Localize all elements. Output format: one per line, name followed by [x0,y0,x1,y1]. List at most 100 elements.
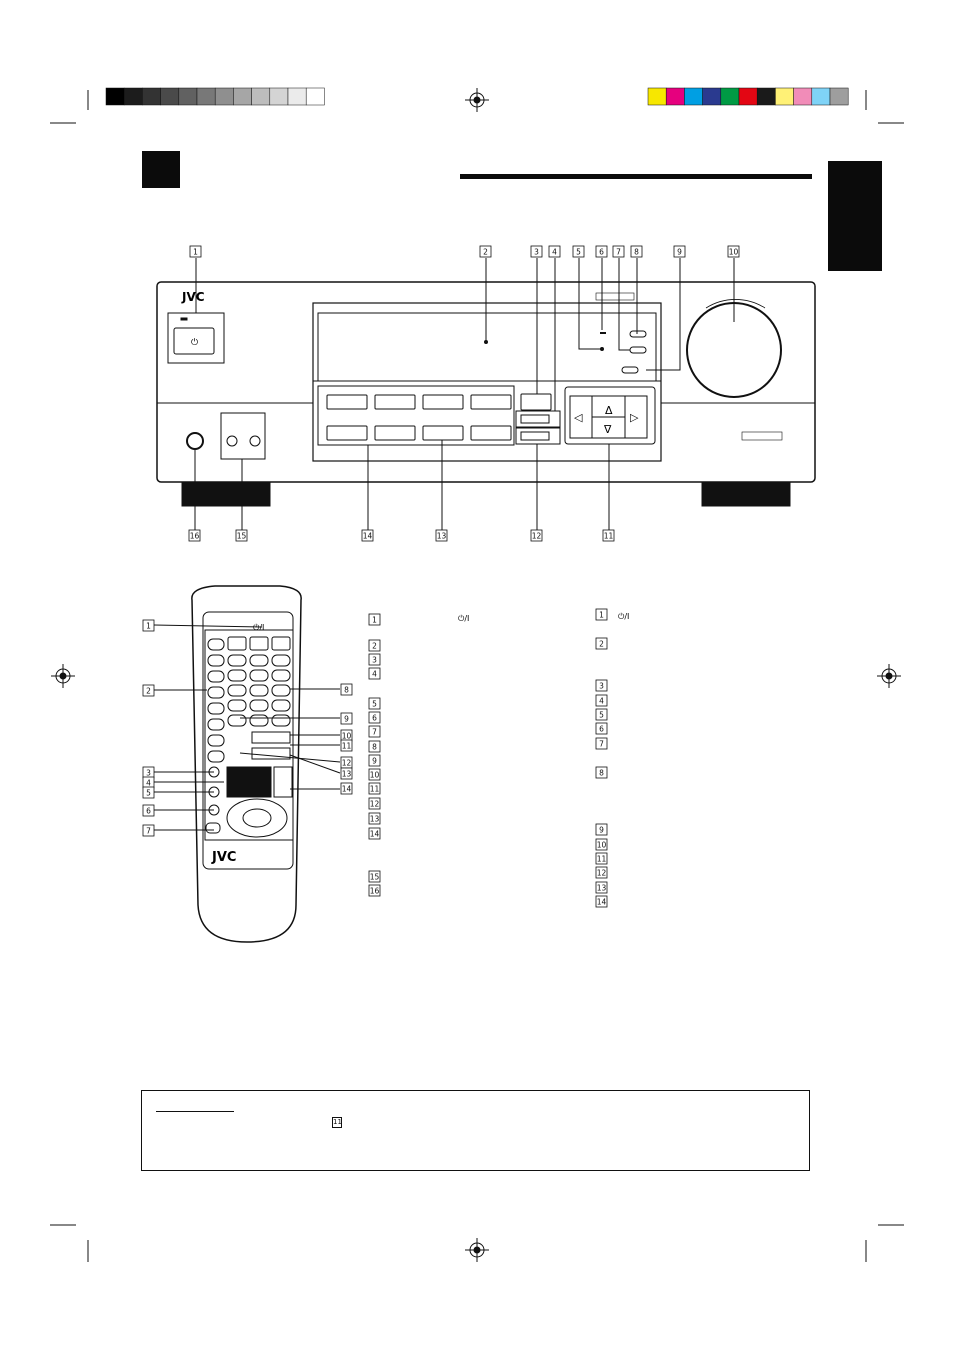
legend-left-3: 3 [368,653,381,666]
remote-leader-lines [153,624,341,831]
remote-callout-2: 2 [142,684,155,697]
legend-right-11: 11 [595,852,608,865]
remote-side-button [207,702,225,715]
remote-callout-1: 1 [142,619,155,632]
remote-side-button [207,718,225,731]
svg-text:16: 16 [370,887,380,896]
front-callout-14: 14 [361,529,374,542]
legend-left-16: 16 [368,884,381,897]
left-arrow-icon: ◁ [574,411,583,424]
svg-text:7: 7 [146,827,151,836]
svg-text:13: 13 [370,815,380,824]
legend-left-6: 6 [368,711,381,724]
color-swatch [738,87,758,106]
svg-text:2: 2 [146,687,151,696]
svg-text:11: 11 [597,855,607,864]
front-callout-2: 2 [479,245,492,258]
front-callout-6: 6 [595,245,608,258]
svg-text:4: 4 [552,248,557,257]
legend-right-4: 4 [595,694,608,707]
svg-text:5: 5 [146,789,151,798]
remote-control [191,585,302,943]
gray-color-bar [105,87,325,106]
gray-swatch [160,87,180,106]
remote-callout-11: 11 [340,739,353,752]
svg-text:3: 3 [146,769,151,778]
front-callout-9: 9 [673,245,686,258]
gray-swatch [142,87,161,106]
legend-left-15: 15 [368,870,381,883]
language-tab [828,161,882,271]
legend-left-10: 10 [368,768,381,781]
right-arrow-icon: ▷ [630,411,639,424]
svg-text:10: 10 [370,771,380,780]
color-swatch [793,87,813,106]
note-box: 11 [141,1090,810,1171]
color-swatch [684,87,703,106]
svg-text:14: 14 [597,898,607,907]
color-swatch [756,87,776,106]
legend-right-7: 7 [595,737,608,750]
remote-callout-12: 12 [340,756,353,769]
svg-text:5: 5 [599,711,604,720]
front-callout-16: 16 [188,529,201,542]
front-callout-5: 5 [572,245,585,258]
remote-brand-logo: JVC [211,850,236,865]
front-callout-4: 4 [548,245,561,258]
svg-text:5: 5 [576,248,581,257]
gray-swatch [214,87,234,106]
svg-text:7: 7 [599,740,604,749]
process-color-bar [647,87,849,106]
remote-key [249,684,269,697]
legend-right-12: 12 [595,866,608,879]
indicator-led [600,332,606,334]
legend-left-12: 12 [368,797,381,810]
legend-left-8: 8 [368,740,381,753]
svg-text:3: 3 [372,656,377,665]
remote-key [271,684,291,697]
front-callout-1: 1 [189,245,202,258]
svg-text:1: 1 [599,611,604,620]
up-arrow-icon: Δ [605,404,613,417]
remote-key [227,699,247,712]
svg-text:11: 11 [370,785,380,794]
receiver-brand-logo: JVC [181,290,205,304]
legend-right-3: 3 [595,679,608,692]
remote-key [251,731,291,744]
remote-key [271,699,291,712]
legend-right-9: 9 [595,823,608,836]
legend-right-6: 6 [595,722,608,735]
legend-right-1: 1 [595,608,608,621]
svg-text:8: 8 [372,743,377,752]
remote-key [227,714,247,727]
legend-right-13: 13 [595,881,608,894]
remote-callout-7: 7 [142,824,155,837]
color-swatch [775,87,794,106]
remote-callout-14: 14 [340,782,353,795]
svg-text:1: 1 [372,616,377,625]
gray-swatch [287,87,307,106]
color-swatch [720,87,740,106]
remote-key [249,714,269,727]
color-swatch [829,87,849,106]
dolby-logo [595,292,635,301]
color-swatch [702,87,722,106]
svg-text:3: 3 [534,248,539,257]
registration-marks [51,88,901,1262]
gray-swatch [123,87,143,106]
note-heading-underline [156,1099,234,1112]
remote-side-button [207,670,225,683]
legend-left-13: 13 [368,812,381,825]
svg-text:4: 4 [146,779,151,788]
legend-right-10: 10 [595,838,608,851]
remote-callout-5: 5 [142,786,155,799]
svg-text:7: 7 [372,728,377,737]
svg-text:6: 6 [372,714,377,723]
svg-text:8: 8 [344,686,349,695]
remote-key [251,747,291,760]
remote-callout-10: 10 [340,729,353,742]
front-callout-15: 15 [235,529,248,542]
svg-text:12: 12 [370,800,380,809]
svg-text:8: 8 [599,769,604,778]
